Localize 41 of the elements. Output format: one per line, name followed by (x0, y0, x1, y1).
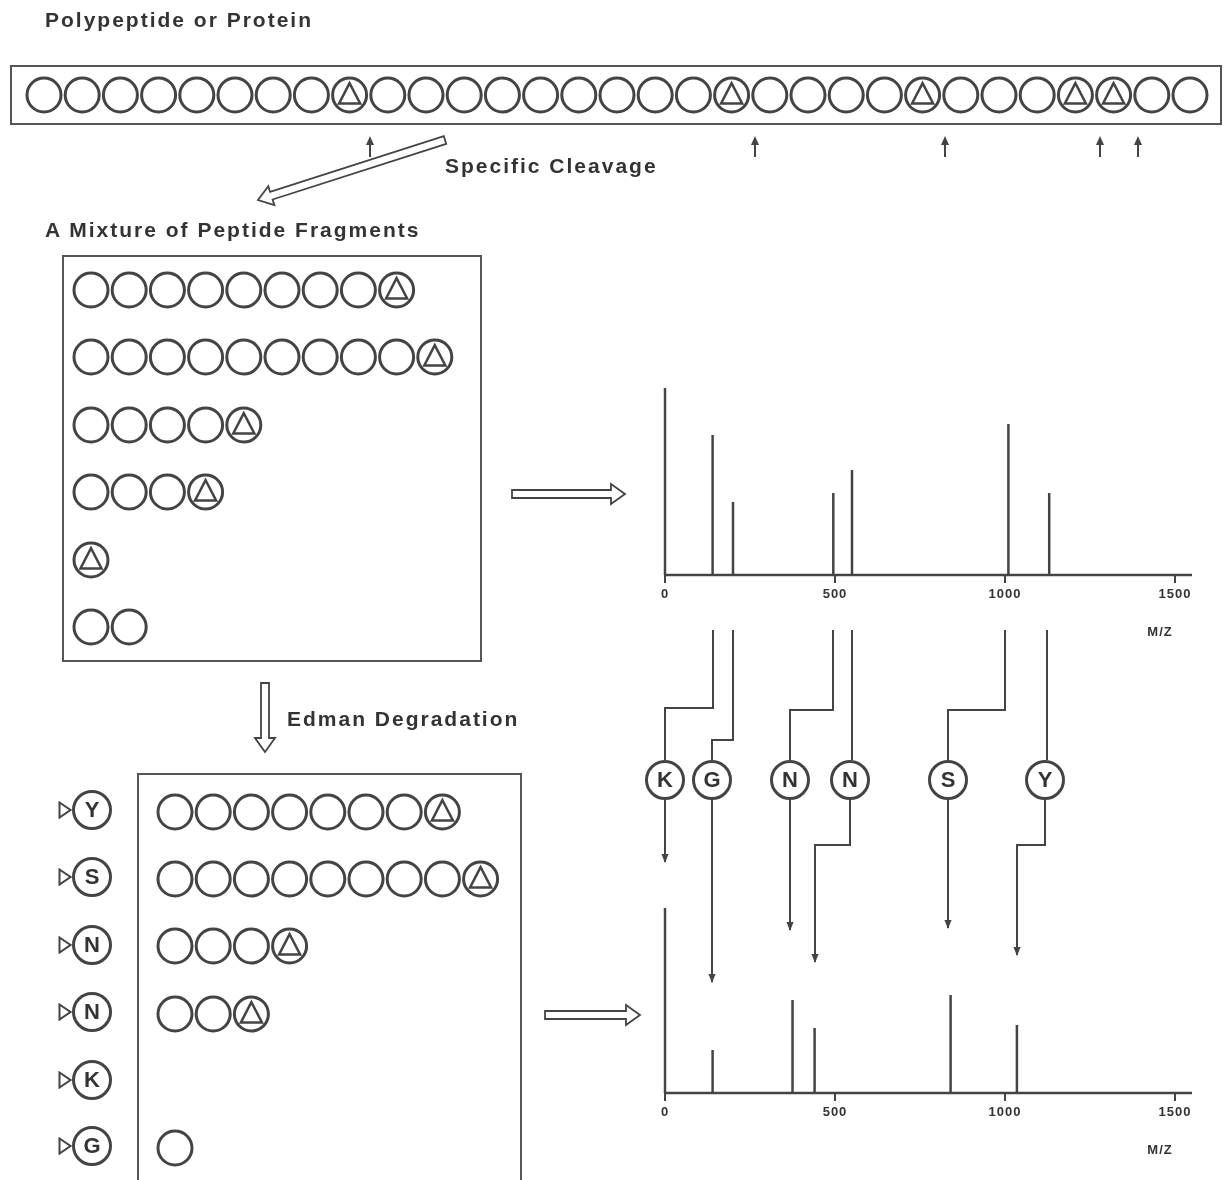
connector-line (711, 629, 734, 761)
residue-circle: Y (72, 790, 112, 830)
residue-circle: N (72, 992, 112, 1032)
tick-label: 0 (660, 586, 670, 601)
connector-line (664, 629, 714, 761)
connector-arrow (786, 799, 794, 931)
connector-arrow (661, 799, 669, 863)
axis-title: M/Z (1147, 1142, 1173, 1157)
tick-label: 500 (822, 1104, 848, 1119)
connector-line (851, 629, 853, 761)
hollow-arrow (253, 682, 277, 754)
tick-label: 0 (660, 1104, 670, 1119)
connector-arrow (708, 799, 716, 983)
axis-title: M/Z (1147, 624, 1173, 639)
residue-circle: K (72, 1060, 112, 1100)
tick-label: 1000 (988, 1104, 1022, 1119)
residue-circle: S (928, 760, 968, 800)
panel-heading: A Mixture of Peptide Fragments (45, 218, 421, 242)
residue-circle: Y (1025, 760, 1065, 800)
tick-label: 1500 (1158, 1104, 1192, 1119)
residue-circle: N (830, 760, 870, 800)
connector-line (947, 629, 1006, 761)
tick-label: 1500 (1158, 586, 1192, 601)
panel-heading: Polypeptide or Protein (45, 8, 314, 32)
hollow-arrow (256, 135, 448, 207)
connector-line (1046, 629, 1048, 761)
tick-label: 500 (822, 586, 848, 601)
connector-arrow (944, 799, 952, 929)
residue-circle: G (692, 760, 732, 800)
residue-circle: G (72, 1126, 112, 1166)
tick-label: 1000 (988, 586, 1022, 601)
connector-arrow (1013, 799, 1046, 956)
residue-circle: N (770, 760, 810, 800)
fragment-panel (137, 773, 522, 1180)
connector-line (789, 629, 834, 761)
hollow-arrow (511, 482, 627, 506)
residue-circle: K (645, 760, 685, 800)
residue-circle: S (72, 857, 112, 897)
connector-arrow (811, 799, 851, 963)
residue-circle: N (72, 925, 112, 965)
hollow-arrow (544, 1003, 642, 1027)
